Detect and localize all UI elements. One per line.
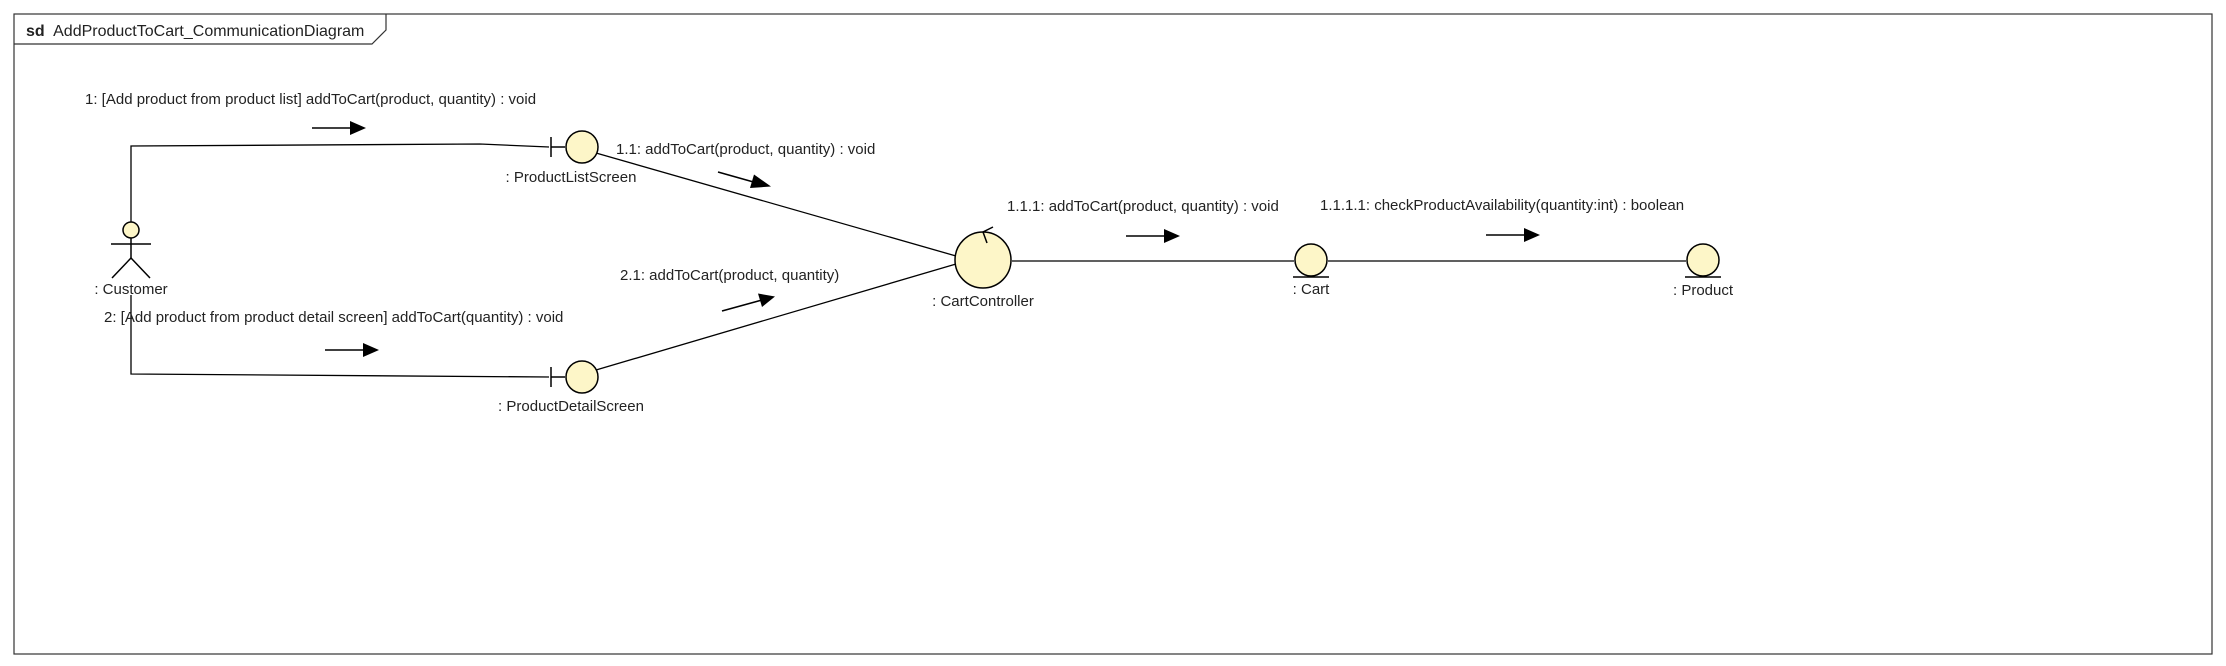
arrow-msg-2-1 [721, 293, 775, 312]
arrow-msg-2 [325, 343, 379, 357]
cart-controller-label: : CartController [932, 293, 1034, 310]
customer-actor[interactable]: : Customer [88, 221, 174, 298]
frame-border [13, 13, 2213, 655]
arrow-msg-1 [312, 121, 366, 135]
control-icon [954, 226, 1012, 289]
link-productdetail-cartcontroller[interactable] [595, 263, 957, 371]
message-1-1-1-label[interactable]: 1.1.1: addToCart(product, quantity) : vo… [1007, 198, 1279, 215]
cart-controller-control[interactable]: : CartController [932, 226, 1034, 310]
product-detail-screen-label: : ProductDetailScreen [498, 398, 644, 415]
customer-label: : Customer [94, 281, 167, 298]
message-labels: 1: [Add product from product list] addTo… [85, 91, 1684, 326]
link-productlist-cartcontroller[interactable] [595, 152, 957, 257]
link-customer-productlist[interactable] [130, 143, 550, 222]
arrow-msg-1-1-1-1 [1486, 228, 1540, 242]
product-entity[interactable]: : Product [1673, 243, 1734, 299]
message-2-1-label[interactable]: 2.1: addToCart(product, quantity) [620, 267, 839, 284]
frame-title: sd AddProductToCart_CommunicationDiagram [26, 23, 364, 40]
cart-label: : Cart [1293, 281, 1331, 298]
cart-entity[interactable]: : Cart [1293, 243, 1331, 298]
boundary-icon [550, 360, 599, 394]
link-customer-productdetail[interactable] [130, 288, 550, 378]
actor-icon [111, 221, 151, 279]
message-1-1-1-1-label[interactable]: 1.1.1.1: checkProductAvailability(quanti… [1320, 197, 1684, 214]
message-2-label[interactable]: 2: [Add product from product detail scre… [104, 309, 563, 326]
product-list-screen-boundary[interactable]: : ProductListScreen [506, 130, 637, 186]
frame-title-tab [14, 14, 387, 45]
product-list-screen-label: : ProductListScreen [506, 169, 637, 186]
message-1-1-label[interactable]: 1.1: addToCart(product, quantity) : void [616, 141, 875, 158]
entity-icon [1685, 243, 1721, 278]
arrow-msg-1-1 [717, 171, 771, 188]
boundary-icon [550, 130, 599, 164]
message-arrows [312, 121, 1540, 357]
product-detail-screen-boundary[interactable]: : ProductDetailScreen [498, 360, 644, 415]
message-1-label[interactable]: 1: [Add product from product list] addTo… [85, 91, 536, 108]
customer-label-bg [88, 281, 174, 295]
entity-icon [1293, 243, 1329, 278]
frame-keyword: sd [26, 23, 45, 40]
product-label: : Product [1673, 282, 1734, 299]
arrow-msg-1-1-1 [1126, 229, 1180, 243]
frame-name: AddProductToCart_CommunicationDiagram [53, 23, 364, 40]
diagram-frame: sd AddProductToCart_CommunicationDiagram [13, 13, 2213, 655]
links [130, 143, 1686, 378]
